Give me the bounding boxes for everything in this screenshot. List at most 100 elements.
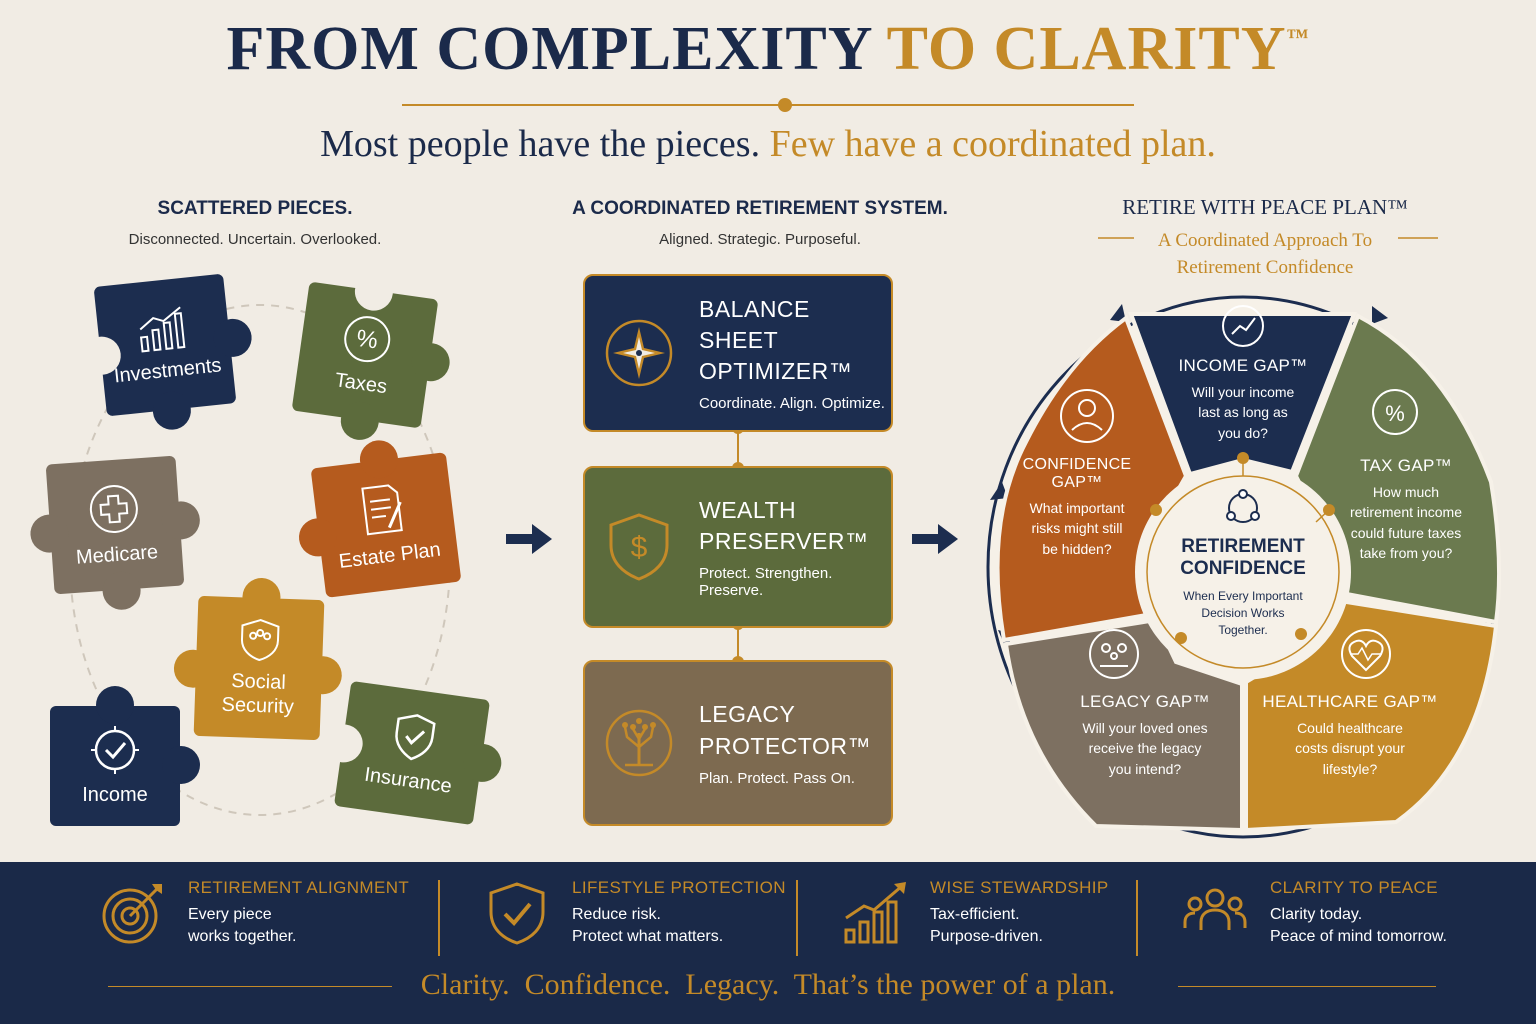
- network-icon: [1226, 489, 1260, 523]
- benefit-desc-line-1: Clarity today.: [1270, 906, 1363, 923]
- title-part-2: TO CLARITY: [886, 15, 1287, 83]
- dollar-shield-icon: $: [609, 513, 669, 581]
- svg-text:%: %: [1385, 401, 1405, 426]
- puzzle-piece-income: Income: [50, 686, 200, 826]
- segment-title: TAX GAP™: [1360, 456, 1452, 475]
- shield-check-icon: [395, 714, 436, 761]
- puzzle-label-social-security-line-1: Social: [230, 670, 287, 694]
- benefit-desc-line-1: Every piece: [188, 906, 272, 923]
- benefit-desc-line-2: Protect what matters.: [572, 928, 724, 946]
- target-arrow-icon: [102, 884, 162, 944]
- segment-income-gap: [1128, 312, 1357, 477]
- center-title-line-1: RETIREMENT: [1181, 536, 1305, 557]
- arrow-right-icon: [506, 524, 552, 554]
- center-title-line-2: CONFIDENCE: [1180, 557, 1306, 579]
- medical-cross-icon: [89, 485, 138, 534]
- growth-chart-icon: [844, 882, 906, 944]
- benefit-desc-line-2: works together.: [188, 928, 297, 946]
- center-desc-line-1: When Every Important: [1183, 588, 1303, 603]
- trend-icon: [1222, 305, 1264, 347]
- group-icon: [1183, 888, 1247, 930]
- target-check-icon: [91, 726, 139, 774]
- scattered-heading: SCATTERED PIECES.: [157, 198, 353, 219]
- title-divider: [402, 104, 1134, 106]
- puzzle-piece-insurance: Insurance: [322, 680, 504, 826]
- card-title-line-2: PROTECTOR™: [699, 732, 871, 759]
- puzzle-piece-social-security: Social Security: [173, 577, 343, 741]
- benefit-desc-line-2: Peace of mind tomorrow.: [1270, 928, 1447, 946]
- subtitle-part-2: Few have a coordinated plan.: [769, 123, 1216, 165]
- title-trademark: ™: [1286, 24, 1310, 49]
- card-tagline: Coordinate. Align. Optimize.: [699, 395, 885, 413]
- ring-arrow-icon: [1110, 304, 1126, 322]
- segment-text-confidence-gap: CONFIDENCE GAP™ What important risks migh…: [1002, 456, 1152, 559]
- puzzle-label-social-security-line-2: Security: [221, 693, 295, 719]
- tagline: Clarity. Confidence. Legacy. That’s the …: [420, 968, 1116, 1001]
- plan-wheel: %: [986, 295, 1502, 839]
- percent-icon: %: [1372, 389, 1418, 435]
- puzzle-piece-investments: Investments: [80, 273, 254, 432]
- puzzle-label-medicare: Medicare: [75, 541, 159, 569]
- segment-desc-line-3: you intend?: [1108, 760, 1182, 777]
- segment-title: CONFIDENCE GAP™: [1022, 456, 1132, 491]
- segment-desc-line-1: Will your loved ones: [1082, 720, 1208, 736]
- benefit-desc-line-1: Tax-efficient.: [930, 906, 1020, 923]
- arrow-right-icon: [912, 524, 958, 554]
- compass-star-icon: [605, 319, 673, 387]
- segment-text-tax-gap: TAX GAP™ How much retirement income could …: [1330, 456, 1482, 563]
- benefit-title: LIFESTYLE PROTECTION: [572, 878, 786, 897]
- tagline-rule-right: [1178, 986, 1436, 987]
- benefit-divider: [796, 880, 798, 956]
- segment-desc-line-3: could future taxes: [1350, 524, 1462, 541]
- page-subtitle: Most people have the pieces. Few have a …: [0, 122, 1536, 166]
- center-desc-line-3: Together.: [1218, 623, 1268, 638]
- segment-desc-line-1: How much: [1372, 484, 1440, 500]
- people-shield-icon: [240, 618, 280, 662]
- page-title: FROM COMPLEXITY TO CLARITY™: [0, 14, 1536, 85]
- segment-desc-line-2: retirement income: [1349, 504, 1463, 521]
- benefit-desc-line-2: Purpose-driven.: [930, 928, 1043, 946]
- puzzle-label-taxes: Taxes: [333, 369, 389, 399]
- card-title-line-1: BALANCE SHEET: [699, 295, 810, 353]
- puzzle-piece-medicare: Medicare: [29, 455, 202, 611]
- plan-subtitle-line-1: A Coordinated Approach To: [1157, 230, 1373, 251]
- puzzle-label-insurance: Insurance: [363, 763, 454, 798]
- puzzle-label-income: Income: [82, 784, 148, 806]
- segment-desc-line-3: lifestyle?: [1322, 760, 1378, 777]
- segment-title: HEALTHCARE GAP™: [1262, 692, 1438, 711]
- title-divider-dot: [778, 98, 792, 112]
- plan-subtitle-rules: [1098, 237, 1438, 239]
- card-title-line-2: OPTIMIZER™: [699, 358, 853, 385]
- segment-desc-line-2: last as long as: [1198, 404, 1288, 421]
- segment-desc-line-1: What important: [1029, 500, 1125, 516]
- benefit-lifestyle-protection: LIFESTYLE PROTECTION Reduce risk. Protect…: [484, 878, 786, 968]
- segment-desc-line-4: take from you?: [1359, 544, 1453, 561]
- person-icon: [1060, 389, 1114, 443]
- svg-text:$: $: [631, 531, 648, 564]
- card-title-line-2: PRESERVER™: [699, 528, 869, 554]
- segment-desc-line-1: Could healthcare: [1297, 720, 1403, 736]
- plan-title: RETIRE WITH PEACE PLAN™: [1122, 195, 1408, 219]
- document-pen-icon: [361, 484, 403, 536]
- plan-subtitle: A Coordinated Approach To Retirement Con…: [1060, 228, 1470, 281]
- benefit-desc-line-1: Reduce risk.: [572, 906, 661, 923]
- puzzle-piece-estate-plan: Estate Plan: [296, 438, 462, 598]
- center-desc-line-2: Decision Works: [1201, 606, 1285, 621]
- puzzle-label-social-security: Social Security: [221, 669, 295, 719]
- segment-desc-line-2: risks might still: [1031, 520, 1123, 537]
- segment-desc-line-3: be hidden?: [1042, 540, 1112, 557]
- puzzle-piece-taxes: % Taxes: [291, 270, 453, 443]
- ring-arrow-icon: [990, 482, 1008, 500]
- benefit-title: WISE STEWARDSHIP: [930, 878, 1109, 897]
- card-title-line-1: WEALTH: [699, 496, 797, 523]
- card-title-line-1: LEGACY: [699, 701, 796, 728]
- benefit-divider: [438, 880, 440, 956]
- connector-line: [737, 628, 739, 660]
